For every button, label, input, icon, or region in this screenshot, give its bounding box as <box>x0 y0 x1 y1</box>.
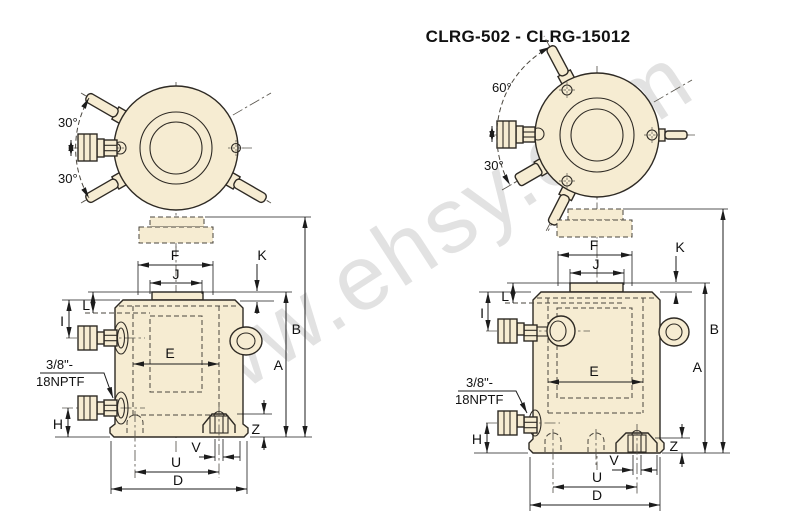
dim-label-A: A <box>693 359 703 375</box>
dim-label-Z: Z <box>669 438 678 454</box>
port-label-line1: 3/8"- <box>46 357 73 372</box>
dim-label-B: B <box>710 321 719 337</box>
dim-label-Z: Z <box>251 421 260 437</box>
right-plan-view: 60° 30° <box>484 35 695 247</box>
left-plan-view: 30° 30° <box>58 82 272 248</box>
coupler <box>497 315 576 347</box>
saddle-plate <box>569 282 624 293</box>
coupler <box>77 391 129 425</box>
page-title: CLRG-502 - CLRG-15012 <box>426 27 631 46</box>
left-front-view: 3/8"- 18NPTF F J K L I E B A H Z V U D <box>36 216 312 494</box>
dim-label-I: I <box>60 313 64 329</box>
dim-label-K: K <box>675 239 685 255</box>
dim-label-A: A <box>274 357 284 373</box>
dim-label-H: H <box>472 431 482 447</box>
dim-label-D: D <box>173 472 183 488</box>
dim-label-U: U <box>592 469 602 485</box>
dim-label-E: E <box>589 363 598 379</box>
dim-label-F: F <box>171 247 180 263</box>
saddle-extended <box>149 216 205 228</box>
dim-label-F: F <box>590 237 599 253</box>
screw <box>559 173 575 189</box>
cylinder-body <box>109 299 249 438</box>
plunger-ring <box>559 97 635 173</box>
angle-label-upper-right: 60° <box>492 80 512 95</box>
dim-label-J: J <box>593 256 600 272</box>
dim-label-H: H <box>53 416 63 432</box>
port-label-line2: 18NPTF <box>36 374 84 389</box>
lifting-eye <box>658 317 690 347</box>
coupler <box>497 409 542 437</box>
port-boss <box>546 315 576 347</box>
coupler <box>77 321 129 355</box>
dim-label-B: B <box>292 321 301 337</box>
dim-label-L: L <box>82 297 90 313</box>
saddle-extended-base <box>138 226 214 244</box>
screw <box>228 140 244 156</box>
dim-label-J: J <box>173 266 180 282</box>
screw <box>644 127 660 143</box>
dim-label-I: I <box>480 305 484 321</box>
saddle-extended-base <box>556 219 633 238</box>
dim-label-U: U <box>171 454 181 470</box>
dim-label-K: K <box>257 247 267 263</box>
cylinder-outer <box>534 72 660 198</box>
lifting-eye <box>229 326 263 356</box>
port-label-line2: 18NPTF <box>455 392 503 407</box>
angle-label-upper-left: 30° <box>58 115 78 130</box>
screw <box>559 82 575 98</box>
port-label-line1: 3/8"- <box>466 375 493 390</box>
dim-label-D: D <box>592 487 602 503</box>
dim-label-V: V <box>609 452 619 468</box>
dim-label-E: E <box>165 345 174 361</box>
angle-label-lower-right: 30° <box>484 158 504 173</box>
port-callout: 3/8"- 18NPTF <box>36 357 114 399</box>
saddle-plate <box>151 291 204 301</box>
dim-label-V: V <box>191 439 201 455</box>
angle-label-lower-left: 30° <box>58 171 78 186</box>
center-bore <box>149 121 203 175</box>
saddle-extended <box>567 208 624 221</box>
dim-label-L: L <box>501 288 509 304</box>
cylinder-outer <box>113 85 239 211</box>
right-front-view: 3/8"- 18NPTF F J K L I E B A H Z V U D <box>455 208 730 511</box>
center-bore <box>570 108 624 162</box>
port-callout: 3/8"- 18NPTF <box>455 375 528 414</box>
plunger-ring <box>139 111 213 185</box>
